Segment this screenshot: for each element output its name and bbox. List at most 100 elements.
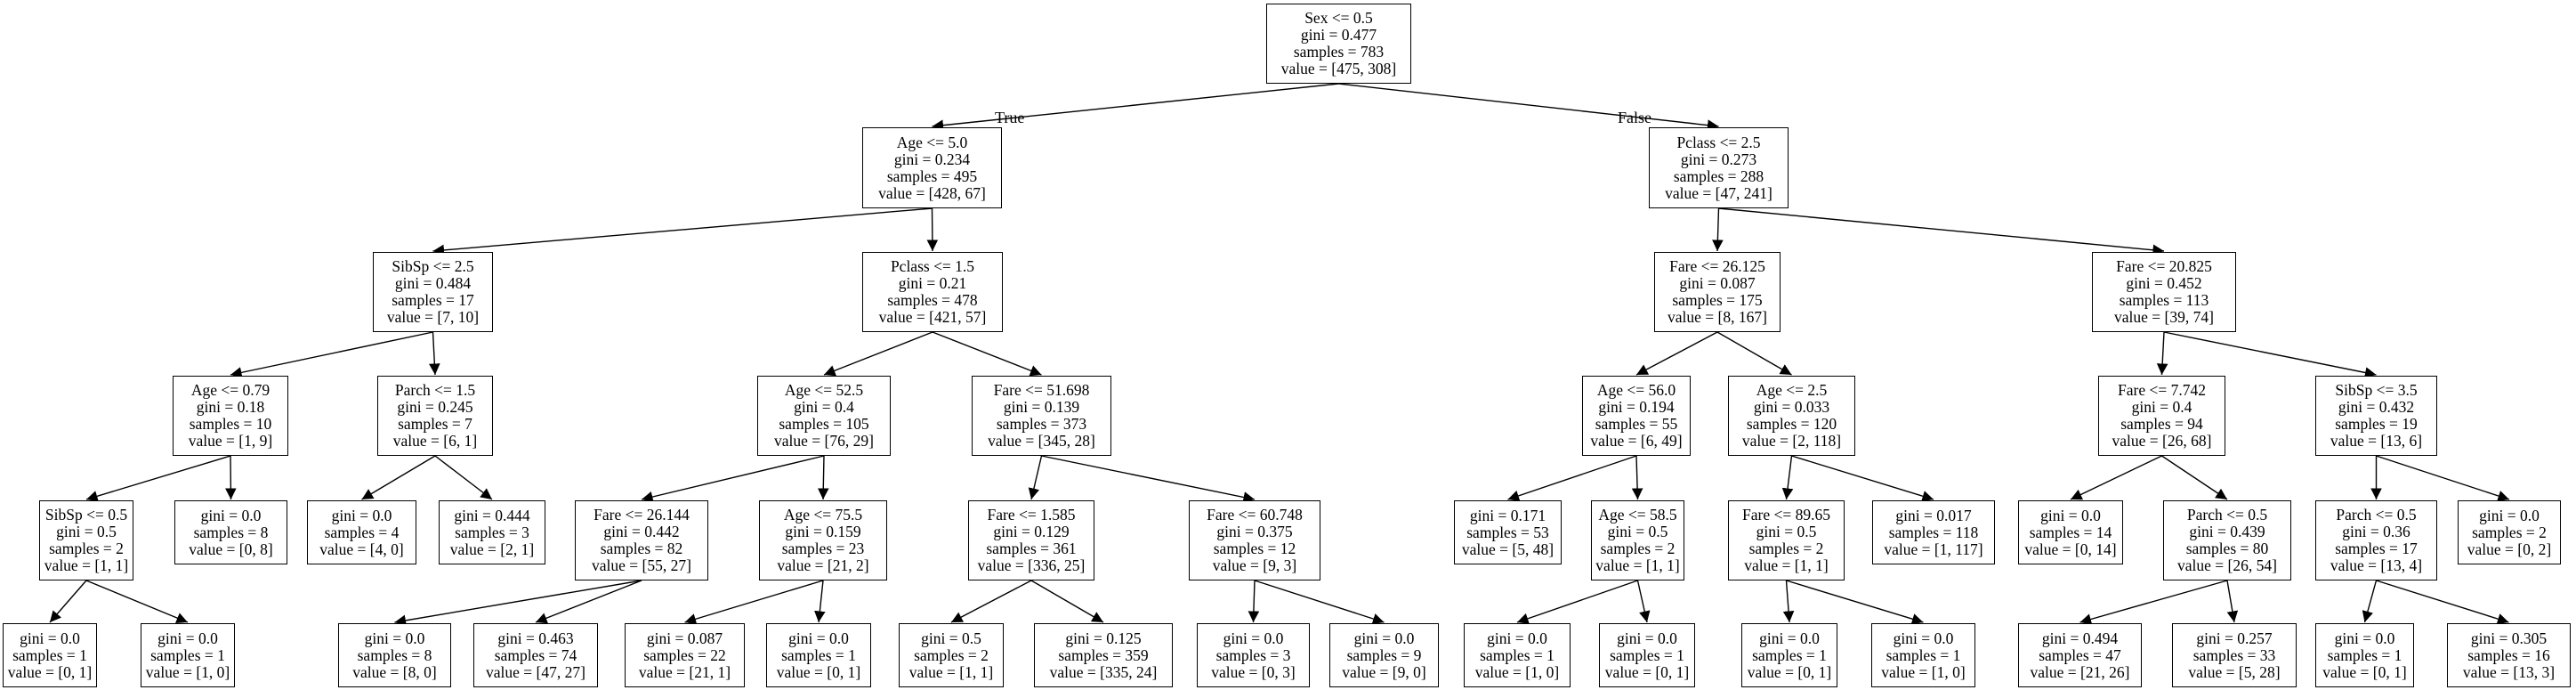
node-text-line: value = [1, 1] — [1595, 556, 1680, 574]
node-text-line: value = [4, 0] — [319, 540, 404, 558]
node-text-line: gini = 0.5 — [56, 523, 117, 540]
node-text-line: gini = 0.017 — [1895, 506, 1972, 524]
node-text-line: value = [1, 1] — [1744, 556, 1829, 574]
tree-edge — [1781, 455, 1794, 500]
node-text-line: value = [1, 0] — [145, 662, 230, 681]
node-text-line: Fare <= 51.698 — [993, 381, 1090, 399]
node-text-line: value = [13, 6] — [2330, 432, 2423, 450]
node-text-line: value = [5, 48] — [1461, 540, 1554, 558]
node-text-line: samples = 478 — [887, 291, 978, 309]
node-text-line: gini = 0.4 — [794, 398, 854, 416]
node-text-line: Age <= 2.5 — [1756, 381, 1828, 399]
tree-edge — [1712, 207, 1724, 252]
node-text-line: Age <= 56.0 — [1596, 381, 1676, 399]
node-text-line: gini = 0.0 — [1223, 629, 1284, 647]
node-text-line: gini = 0.273 — [1680, 150, 1757, 168]
tree-edge — [230, 331, 433, 378]
node-text-line: samples = 33 — [2192, 645, 2276, 664]
node-text-line: gini = 0.087 — [646, 629, 723, 647]
node-text-line: samples = 1 — [1480, 645, 1554, 664]
node-text-line: value = [2, 118] — [1741, 432, 1842, 450]
node-text-line: value = [9, 3] — [1212, 556, 1297, 574]
node-text-line: value = [0, 1] — [1604, 662, 1690, 681]
tree-edge — [49, 580, 87, 623]
node-text-line: value = [0, 8] — [189, 540, 273, 558]
tree-edge — [1631, 455, 1643, 500]
tree-edge — [1635, 331, 1718, 376]
node-text-line: samples = 1 — [1886, 645, 1961, 664]
node-text-line: gini = 0.0 — [2040, 506, 2101, 524]
node-text-line: gini = 0.0 — [364, 629, 425, 647]
node-text-line: value = [428, 67] — [878, 183, 986, 202]
node-text-line: gini = 0.129 — [993, 523, 1070, 540]
tree-edge — [2163, 331, 2377, 378]
node-text-line: gini = 0.432 — [2338, 398, 2415, 416]
tree-edge — [1782, 580, 1795, 623]
node-text-line: value = [55, 27] — [592, 556, 691, 574]
node-text-line: samples = 8 — [193, 523, 269, 541]
node-text-line: samples = 10 — [189, 415, 272, 433]
tree-edge — [2079, 580, 2228, 625]
node-text-line: samples = 80 — [2185, 540, 2269, 557]
tree-edge — [1041, 455, 1256, 503]
node-text-line: value = [47, 27] — [486, 662, 585, 681]
node-text-line: Fare <= 7.742 — [2118, 381, 2206, 399]
node-text-line: value = [421, 57] — [878, 308, 987, 326]
node-text-line: samples = 2 — [2472, 523, 2547, 541]
node-text-line: gini = 0.033 — [1753, 398, 1830, 416]
tree-edge — [1636, 580, 1651, 623]
node-text-line: samples = 105 — [779, 415, 869, 433]
node-text-line: SibSp <= 3.5 — [2335, 381, 2418, 399]
tree-edge — [950, 580, 1032, 623]
node-text-line: gini = 0.0 — [788, 629, 849, 647]
node-text-line: value = [13, 3] — [2462, 662, 2556, 681]
node-text-line: gini = 0.5 — [921, 629, 981, 647]
tree-edge — [2376, 580, 2509, 625]
node-text-line: samples = 82 — [600, 540, 683, 557]
node-text-line: gini = 0.477 — [1300, 26, 1377, 44]
tree-edge — [1254, 580, 1385, 625]
node-text-line: Parch <= 0.5 — [2336, 506, 2417, 524]
node-text-line: samples = 3 — [1215, 645, 1291, 664]
node-text-line: Age <= 5.0 — [896, 133, 968, 151]
node-text-line: Age <= 58.5 — [1598, 506, 1677, 524]
node-text-line: samples = 2 — [914, 645, 989, 664]
node-text-line: gini = 0.0 — [1487, 629, 1547, 647]
node-text-line: samples = 1 — [150, 645, 225, 664]
node-text-line: Sex <= 0.5 — [1304, 9, 1373, 27]
node-text-line: value = [475, 308] — [1280, 60, 1397, 77]
node-text-line: samples = 288 — [1673, 166, 1764, 185]
tree-edge — [1516, 580, 1638, 624]
node-text-line: samples = 1 — [1752, 645, 1827, 664]
node-text-line: gini = 0.0 — [1759, 629, 1820, 647]
node-text-line: gini = 0.452 — [2126, 274, 2202, 292]
tree-edge — [225, 455, 237, 500]
node-text-line: samples = 361 — [986, 540, 1077, 557]
node-text-line: samples = 53 — [1466, 523, 1549, 541]
tree-edge — [361, 455, 436, 500]
node-text-line: gini = 0.375 — [1216, 523, 1293, 540]
tree-edge — [85, 580, 189, 624]
node-text-line: samples = 22 — [643, 645, 726, 664]
node-text-line: samples = 1 — [12, 645, 87, 664]
node-text-line: samples = 23 — [781, 540, 865, 557]
